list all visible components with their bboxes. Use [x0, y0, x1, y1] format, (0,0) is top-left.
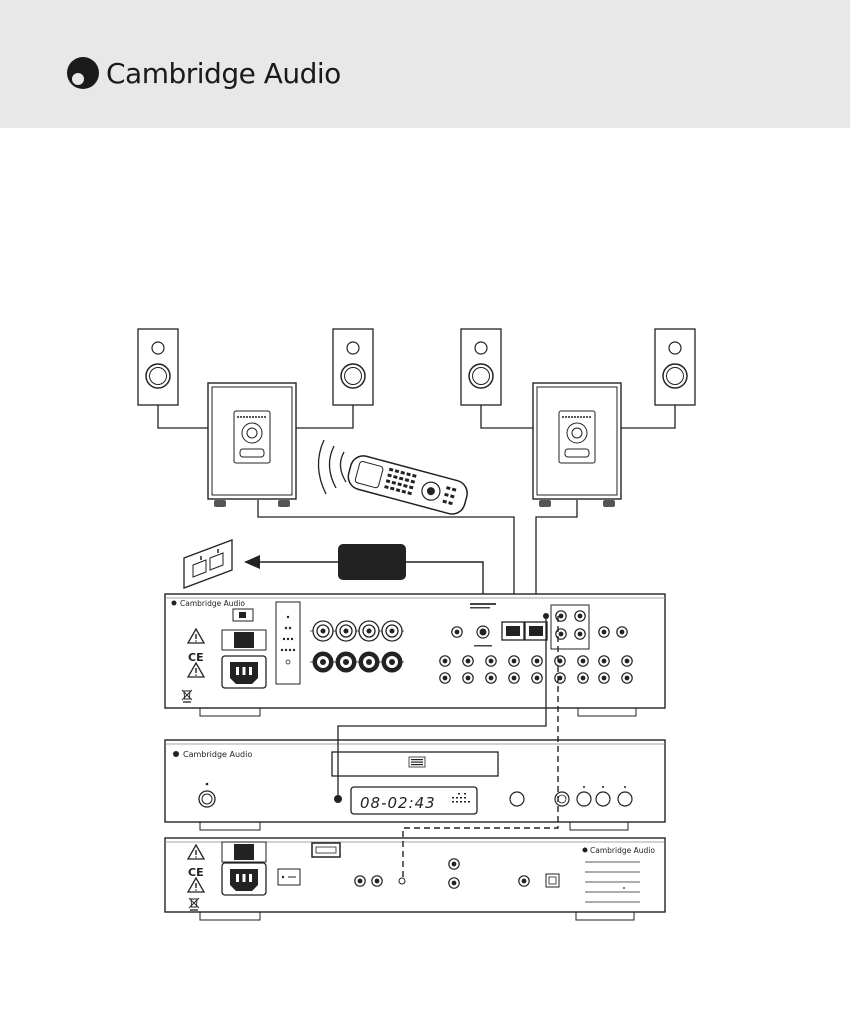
power-supply-unit — [338, 544, 406, 580]
remote-control-icon — [318, 440, 470, 517]
cd-player-rear-panel: CE Cambridge Audio — [165, 838, 665, 920]
cd-rear-brand: Cambridge Audio — [590, 846, 655, 855]
wall-socket-icon — [184, 540, 232, 588]
speaker-right-1 — [333, 329, 373, 405]
cd-display-readout: 08-02:43 — [360, 794, 436, 812]
speaker-right-2 — [655, 329, 695, 405]
amp-brand: Cambridge Audio — [180, 599, 245, 608]
zone-hub-2 — [533, 383, 621, 507]
zone-hub-1 — [208, 383, 296, 507]
cd-player-front-panel: Cambridge Audio 08-02:43 — [165, 740, 665, 830]
speaker-left-1 — [138, 329, 178, 405]
amplifier-rear-panel: Cambridge Audio CE — [165, 594, 665, 716]
speaker-left-2 — [461, 329, 501, 405]
cd-front-brand: Cambridge Audio — [183, 750, 252, 759]
